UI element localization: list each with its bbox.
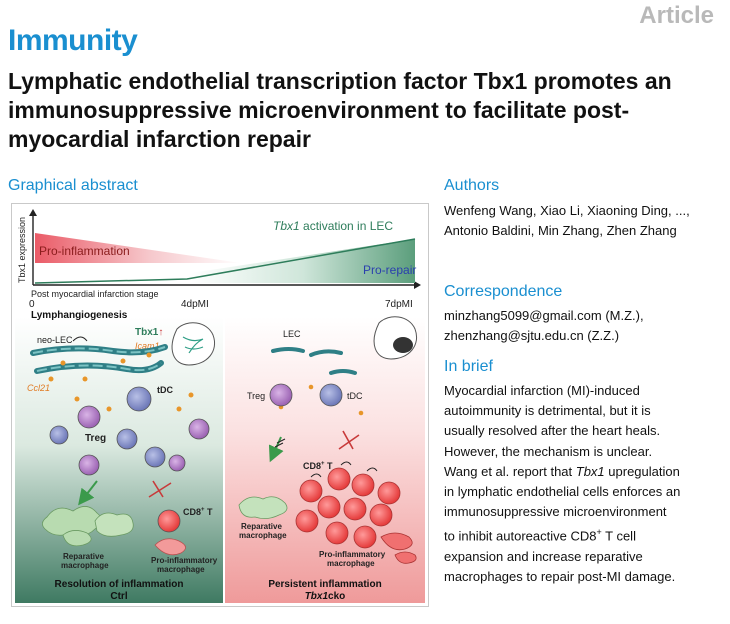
ctrl-panel: Lymphangiogenesis Tbx1↑ neo-LEC Icam1 Cc… xyxy=(15,310,223,603)
in-brief-line: Wang et al. report that Tbx1 upregulatio… xyxy=(444,463,680,479)
tdc-label: tDC xyxy=(157,385,173,395)
in-brief-line: usually resolved after the heart heals. xyxy=(444,423,661,439)
neo-lec-label: neo-LEC xyxy=(37,335,73,345)
article-type-label: Article xyxy=(639,2,714,29)
proinflammatory-macrophage xyxy=(394,551,417,564)
treg-cell xyxy=(168,454,186,472)
journal-name: Immunity xyxy=(8,24,138,57)
tdc-cell xyxy=(319,383,343,407)
in-brief-line: to inhibit autoreactive CD8+ T cell xyxy=(444,527,636,544)
in-brief-line: autoimmunity is detrimental, but it is xyxy=(444,403,651,419)
y-axis-label: Tbx1 expression xyxy=(17,217,27,283)
heart-icon xyxy=(171,322,215,366)
tick-7dpmi: 7dpMI xyxy=(385,299,413,310)
tbx1-activation-line xyxy=(34,238,416,284)
tdc-cell xyxy=(144,446,166,468)
tdc-cell xyxy=(49,425,69,445)
curved-arrow-icon xyxy=(72,336,88,342)
tbx1-timeline: Tbx1 expression Tbx1 activation in LEC P… xyxy=(17,209,421,310)
inhibit-icon xyxy=(338,430,360,450)
authors-list: Wenfeng Wang, Xiao Li, Xiaoning Ding, ..… xyxy=(444,203,690,238)
cd8-t-cell-cluster xyxy=(295,461,401,549)
in-brief-line: macrophages to repair post-MI damage. xyxy=(444,569,676,585)
persistent-label: Persistent inflammation xyxy=(268,579,381,590)
graphical-abstract-heading: Graphical abstract xyxy=(8,177,138,194)
correspondence-heading: Correspondence xyxy=(444,283,563,300)
in-brief-line: Myocardial infarction (MI)-induced xyxy=(444,383,640,398)
ccl21-label: Ccl21 xyxy=(27,383,50,393)
proinflammatory-macrophage-label-2: macrophage xyxy=(327,559,375,568)
pro-repair-band xyxy=(191,239,415,283)
heart-icon xyxy=(373,316,417,360)
treg-cell xyxy=(77,405,101,429)
reparative-macrophage-label-1: Reparative xyxy=(63,552,104,561)
lymphatic-vessels-sparse xyxy=(271,347,357,375)
authors-heading: Authors xyxy=(444,177,500,194)
block-marks-icon xyxy=(274,438,286,448)
reparative-macrophage-label-1: Reparative xyxy=(241,522,282,531)
treg-cell xyxy=(78,454,100,476)
reparative-macrophages xyxy=(42,506,134,547)
x-origin-label: 0 xyxy=(29,299,35,310)
proinflammatory-macrophage-label-1: Pro-inflammatory xyxy=(319,550,386,559)
correspondence-email-2[interactable]: zhenzhang@sjtu.edu.cn (Z.Z.) xyxy=(444,328,620,343)
proinflammatory-macrophage xyxy=(154,538,186,556)
lymphangiogenesis-label: Lymphangiogenesis xyxy=(31,310,128,321)
proinflammatory-macrophage-label-2: macrophage xyxy=(157,565,205,574)
x-axis-label: Post myocardial infarction stage xyxy=(31,289,159,299)
reparative-macrophage xyxy=(238,496,288,519)
tbx1cko-label: Tbx1cko xyxy=(305,591,346,602)
lec-label: LEC xyxy=(283,329,301,339)
pro-repair-label: Pro-repair xyxy=(363,263,416,277)
cd8-t-cell xyxy=(157,509,181,533)
cko-panel: LEC Treg tDC CD8+ T xyxy=(225,316,425,603)
tdc-cell xyxy=(126,386,152,412)
tick-4dpmi: 4dpMI xyxy=(181,299,209,310)
resolution-label: Resolution of inflammation xyxy=(55,579,184,590)
treg-label: Treg xyxy=(247,391,265,401)
paper-title: Lymphatic endothelial transcription fact… xyxy=(8,68,672,152)
tdc-cell xyxy=(116,428,138,450)
icam1-label: Icam1 xyxy=(135,341,160,351)
in-brief-heading: In brief xyxy=(444,358,493,375)
inhibit-icon xyxy=(148,480,172,498)
in-brief-line: expansion and increase reparative xyxy=(444,548,643,564)
treg-cell xyxy=(269,383,293,407)
lymphatic-vessels xyxy=(30,344,168,374)
chemokine-dots xyxy=(48,352,194,412)
promote-arrow-icon xyxy=(78,480,98,506)
cko-panel-background xyxy=(225,317,425,603)
proinflammatory-macrophage xyxy=(380,532,413,551)
reparative-macrophage-label-2: macrophage xyxy=(239,531,287,540)
ctrl-label: Ctrl xyxy=(110,591,127,602)
in-brief-text: Myocardial infarction (MI)-induced autoi… xyxy=(444,381,726,587)
tbx1-up-label: Tbx1↑ xyxy=(135,327,163,338)
correspondence-block: minzhang5099@gmail.com (M.Z.), zhenzhang… xyxy=(444,306,724,346)
pro-inflammation-label: Pro-inflammation xyxy=(39,244,130,258)
in-brief-line: immunosuppressive microenvironment xyxy=(444,504,667,520)
in-brief-line: in lymphatic endothelial cells enforces … xyxy=(444,484,681,500)
tbx1-activation-label: Tbx1 activation in LEC xyxy=(273,219,393,233)
tdc-label: tDC xyxy=(347,391,363,401)
pro-inflammation-band xyxy=(35,233,241,263)
treg-cell xyxy=(188,418,210,440)
in-brief-line: However, the mechanism is unclear. xyxy=(444,443,653,459)
treg-label: Treg xyxy=(85,433,106,444)
reparative-macrophage-label-2: macrophage xyxy=(61,561,109,570)
graphical-abstract-figure: Tbx1 expression Tbx1 activation in LEC P… xyxy=(15,209,425,603)
graphical-abstract-frame xyxy=(11,203,429,607)
proinflammatory-macrophage-label-1: Pro-inflammatory xyxy=(151,556,218,565)
correspondence-email-1[interactable]: minzhang5099@gmail.com (M.Z.), xyxy=(444,308,644,323)
y-axis-arrow xyxy=(29,209,37,216)
x-axis-arrow xyxy=(414,281,421,289)
cd8t-label: CD8+ T xyxy=(303,461,333,471)
cd8t-label: CD8+ T xyxy=(183,507,213,517)
